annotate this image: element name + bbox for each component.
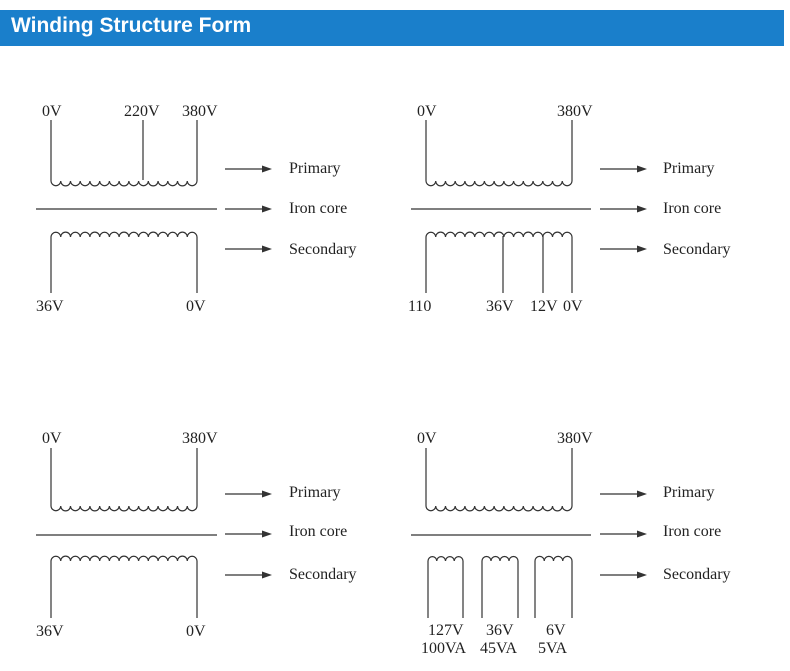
d3-primary-tap-label: 380V <box>182 430 218 447</box>
d2-primary-tap-label: 0V <box>417 103 437 120</box>
d3-primary-tap-label: 0V <box>42 430 62 447</box>
d4-arrow-core <box>600 530 647 538</box>
d3-core-label: Iron core <box>289 523 347 540</box>
d1-arrow-primary <box>225 165 272 173</box>
d3-arrow-primary <box>225 490 272 498</box>
d2-primary-coil <box>425 120 573 187</box>
d4-secondary-tap-label: 36V <box>486 622 514 639</box>
d3-arrow-secondary <box>225 571 272 579</box>
diagram-2: 0V 380V 110 36V 12V 0V Primary Iron core… <box>408 103 731 315</box>
d1-secondary-tap-label: 0V <box>186 298 206 315</box>
d4-secondary-coil-1 <box>427 556 464 618</box>
d4-secondary-tap-label: 127V <box>428 622 464 639</box>
d2-primary-tap-label: 380V <box>557 103 593 120</box>
d4-core-label: Iron core <box>663 523 721 540</box>
d3-secondary-coil <box>50 555 198 618</box>
d3-secondary-tap-label: 0V <box>186 623 206 640</box>
d2-secondary-tap-label: 36V <box>486 298 514 315</box>
d4-secondary-label: Secondary <box>663 566 731 583</box>
d4-arrow-secondary <box>600 571 647 579</box>
d4-secondary-rating-label: 45VA <box>480 640 517 657</box>
d4-secondary-coil-3 <box>534 555 573 618</box>
d3-secondary-tap-label: 36V <box>36 623 64 640</box>
d1-primary-tap-label: 380V <box>182 103 218 120</box>
d4-secondary-rating-label: 100VA <box>421 640 466 657</box>
d3-secondary-label: Secondary <box>289 566 357 583</box>
d2-primary-label: Primary <box>663 160 715 177</box>
d2-arrow-secondary <box>600 245 647 253</box>
d2-secondary-tap-label: 110 <box>408 298 431 315</box>
d4-primary-coil <box>425 448 573 512</box>
d1-secondary-tap-label: 36V <box>36 298 64 315</box>
diagram-1: 0V 220V 380V 36V 0V Primary Iron core Se… <box>36 103 357 315</box>
d2-secondary-tap-label: 0V <box>563 298 583 315</box>
d2-secondary-label: Secondary <box>663 241 731 258</box>
d1-secondary-label: Secondary <box>289 241 357 258</box>
d2-secondary-tap-label: 12V <box>530 298 558 315</box>
diagram-3: 0V 380V 36V 0V Primary Iron core Seconda… <box>36 430 357 640</box>
d4-secondary-tap-label: 6V <box>546 622 566 639</box>
d1-primary-tap-label: 0V <box>42 103 62 120</box>
diagram-4: 0V 380V 127V 36V 6V 100VA 45VA 5VA Prima… <box>411 430 731 657</box>
d1-primary-coil <box>50 120 198 187</box>
d2-secondary-coil <box>425 231 573 293</box>
d1-primary-label: Primary <box>289 160 341 177</box>
d3-primary-label: Primary <box>289 484 341 501</box>
d3-primary-coil <box>50 448 198 512</box>
d4-secondary-coil-2 <box>481 555 519 618</box>
section-header: Winding Structure Form <box>0 10 784 46</box>
d4-primary-tap-label: 380V <box>557 430 593 447</box>
d4-arrow-primary <box>600 490 647 498</box>
d1-arrow-secondary <box>225 245 272 253</box>
d2-core-label: Iron core <box>663 200 721 217</box>
d1-core-label: Iron core <box>289 200 347 217</box>
d1-primary-tap-label: 220V <box>124 103 160 120</box>
d4-primary-tap-label: 0V <box>417 430 437 447</box>
d1-secondary-coil <box>50 231 198 293</box>
d2-arrow-core <box>600 205 647 213</box>
header-title: Winding Structure Form <box>11 14 252 37</box>
d1-arrow-core <box>225 205 272 213</box>
d4-secondary-rating-label: 5VA <box>538 640 567 657</box>
d2-arrow-primary <box>600 165 647 173</box>
d3-arrow-core <box>225 530 272 538</box>
d4-primary-label: Primary <box>663 484 715 501</box>
